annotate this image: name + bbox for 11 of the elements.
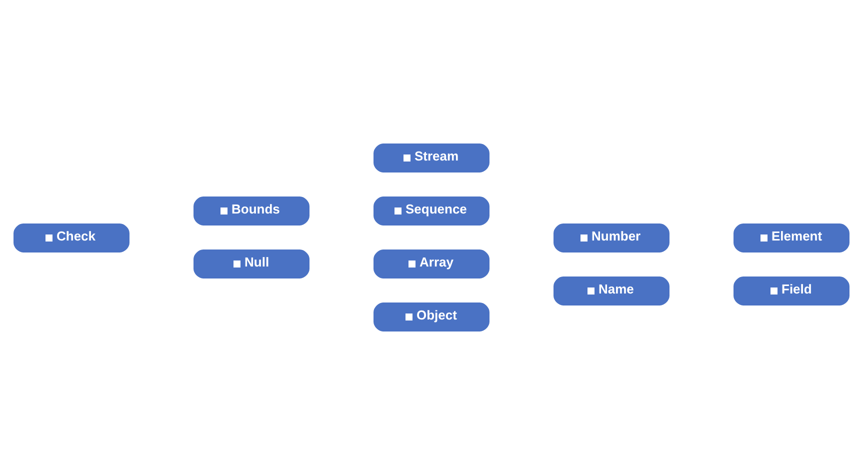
node-box: Number xyxy=(554,224,670,252)
node-box: Field xyxy=(734,276,850,306)
node-box: Element xyxy=(734,224,850,252)
node-box: Sequence xyxy=(374,196,490,226)
node-box: Null xyxy=(194,250,310,278)
node-box: Name xyxy=(554,276,670,306)
node-box: Array xyxy=(374,250,490,278)
node-box: Object xyxy=(374,302,490,332)
node-box: Bounds xyxy=(194,196,310,226)
node-box: Check xyxy=(14,224,130,252)
node-box: Stream xyxy=(374,144,490,172)
